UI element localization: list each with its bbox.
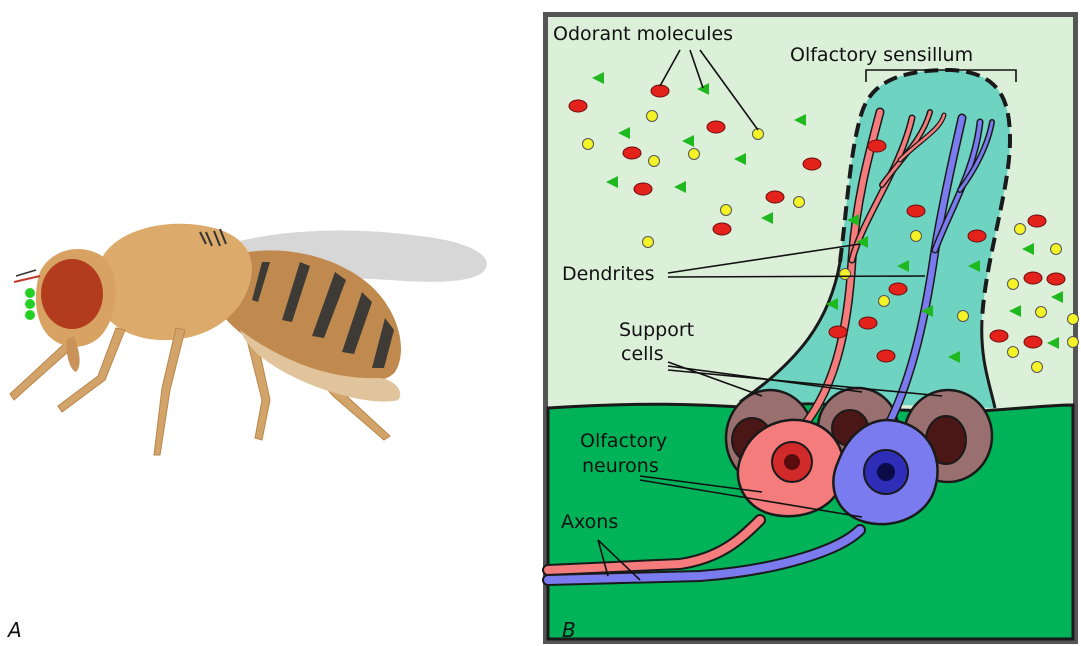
odorant-yellow — [721, 205, 732, 216]
odorant-red — [907, 205, 925, 217]
odorant-yellow — [1036, 307, 1047, 318]
odorant-red — [634, 183, 652, 195]
odorant-red — [707, 121, 725, 133]
odorant-red — [859, 317, 877, 329]
red-neuron-nucleolus — [784, 454, 800, 470]
odorant-red — [990, 330, 1008, 342]
label-olfactory-neurons-line1: Olfactory — [580, 430, 667, 452]
panel-a-letter: A — [6, 618, 22, 642]
fly-leg — [154, 328, 185, 455]
label-support-cells-line2: cells — [621, 343, 664, 365]
odorant-red — [766, 191, 784, 203]
odorant-yellow — [1032, 362, 1043, 373]
label-dendrites: Dendrites — [562, 263, 655, 285]
odorant-yellow — [1015, 224, 1026, 235]
odorant-yellow — [643, 237, 654, 248]
odorant-yellow — [1068, 337, 1079, 348]
odorant-yellow — [649, 156, 660, 167]
odorant-yellow — [583, 139, 594, 150]
odorant-red — [877, 350, 895, 362]
blue-neuron-nucleolus — [877, 463, 895, 481]
odorant-yellow — [840, 269, 851, 280]
odorant-red — [889, 283, 907, 295]
panel-b-letter: B — [562, 618, 576, 642]
label-axons: Axons — [561, 511, 618, 533]
odorant-red — [1047, 273, 1065, 285]
odorant-red — [868, 140, 886, 152]
odorant-yellow — [689, 149, 700, 160]
odorant-red — [1028, 215, 1046, 227]
odorant-red — [968, 230, 986, 242]
fly-eye — [41, 259, 103, 329]
odorant-red — [569, 100, 587, 112]
odorant-yellow — [958, 311, 969, 322]
odorant-red — [713, 223, 731, 235]
odorant-red — [1024, 336, 1042, 348]
label-odorant-molecules: Odorant molecules — [553, 23, 733, 45]
odorant-yellow — [911, 231, 922, 242]
odorant-yellow — [1051, 244, 1062, 255]
odorant-yellow — [1068, 314, 1079, 325]
fly-thorax — [98, 224, 252, 340]
label-olfactory-neurons-line2: neurons — [582, 455, 659, 477]
odorant-yellow — [1008, 279, 1019, 290]
label-support-cells-line1: Support — [619, 319, 694, 341]
odorant-red — [1024, 272, 1042, 284]
label-olfactory-sensillum: Olfactory sensillum — [790, 44, 973, 66]
odorant-yellow — [794, 197, 805, 208]
odorant-red — [803, 158, 821, 170]
panel-b: Odorant molecules Olfactory sensillum De… — [543, 12, 1079, 644]
odorant-yellow — [753, 129, 764, 140]
odorant-yellow — [1008, 347, 1019, 358]
odorant-yellow — [647, 111, 658, 122]
fruit-fly-illustration — [10, 224, 487, 455]
odorant-yellow — [879, 296, 890, 307]
odorant-red — [829, 326, 847, 338]
odorant-red — [623, 147, 641, 159]
odorant-red — [651, 85, 669, 97]
